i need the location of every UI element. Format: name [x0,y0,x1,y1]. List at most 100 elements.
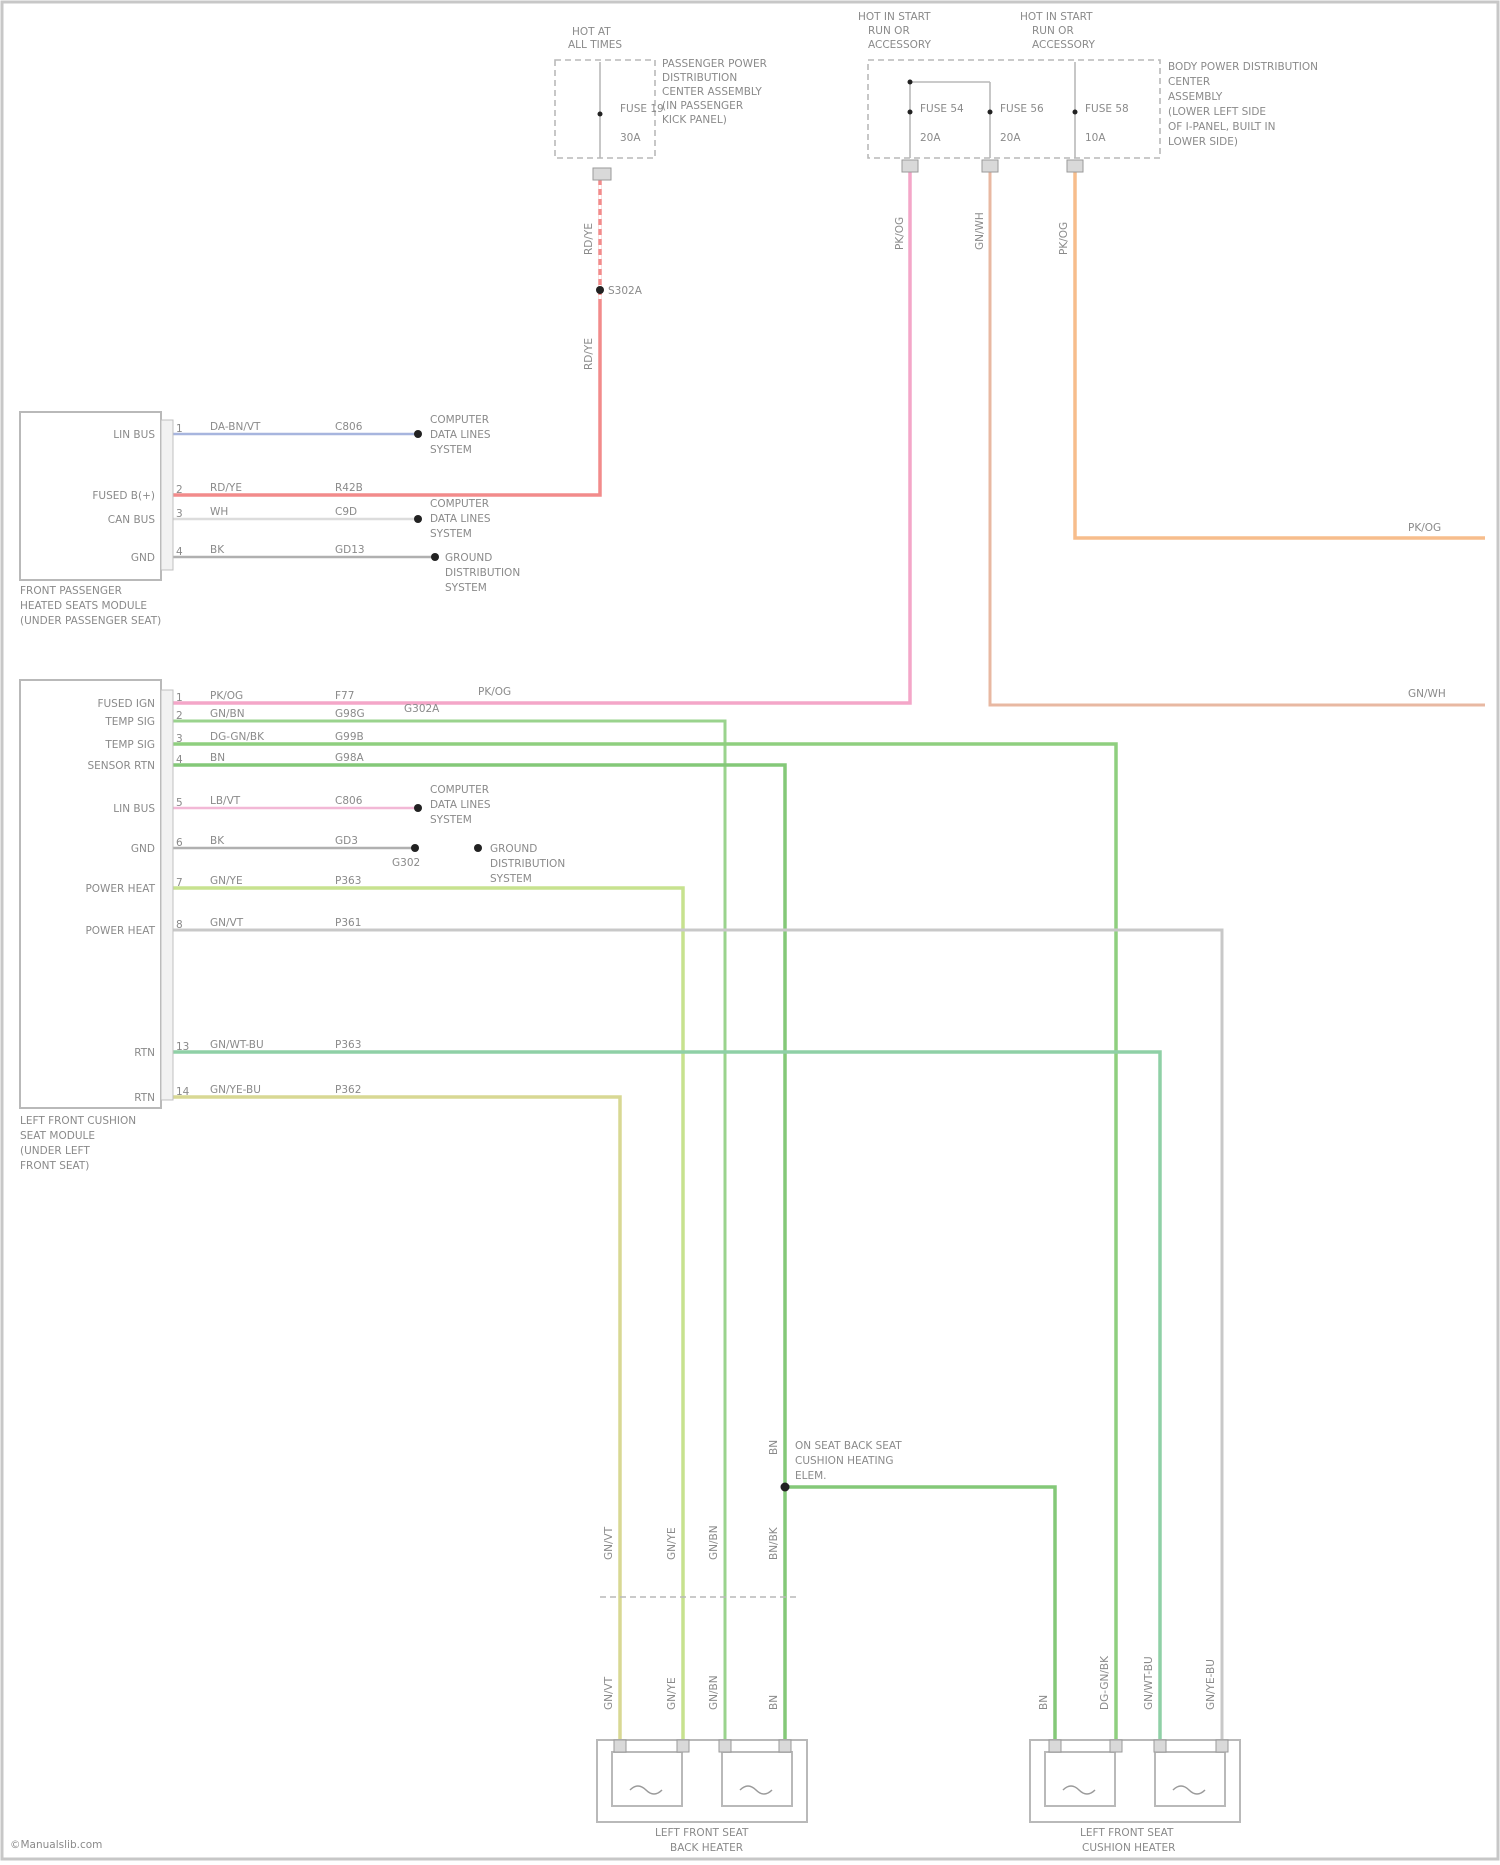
lower-pin-number: 4 [176,754,183,766]
junction-wire-label: BN [768,1440,780,1455]
splice-node [596,286,604,294]
pdc-left-l4: (IN PASSENGER [662,100,743,112]
fuse-3-amp: 20A [1000,132,1021,144]
pink-mid-label: PK/OG [478,686,511,698]
bottom-label-c2b: GN/YE [666,1677,678,1710]
hot-run-2-l1: HOT IN START [1020,11,1093,23]
upper-pin-number: 4 [176,546,183,558]
splice-label: S302A [608,285,643,297]
lower-circuit-id: P363 [335,1039,361,1051]
vlabel-w5: PK/OG [1058,222,1070,255]
fuse-4-amp: 10A [1085,132,1106,144]
pdc-right-l6: LOWER SIDE) [1168,136,1238,148]
lower-lin-dest-1: COMPUTER [430,784,489,796]
left-seat-back-heater: LEFT FRONT SEAT BACK HEATER [597,1740,807,1854]
upper-pin-number: 2 [176,484,183,496]
wire-orange [1075,165,1485,538]
pdc-left-component: FUSE 19 30A HOT AT ALL TIMES PASSENGER P… [555,26,767,180]
upper-circuit-id: C806 [335,421,363,433]
hot-run-1-l2: RUN OR [868,25,910,37]
lower-pin-name: SENSOR RTN [87,760,155,772]
lower-wire-color: BN [210,752,225,764]
upper-wire-color: BK [210,544,225,556]
upper-pin-name: LIN BUS [113,429,155,441]
upper-dest-4-l1: GROUND [445,552,492,564]
upper-circuit-id: R42B [335,482,363,494]
bottom-label-c1b: GN/VT [603,1676,615,1710]
lower-wire-color: DG-GN/BK [210,731,265,743]
pdc-left-l3: CENTER ASSEMBLY [662,86,762,98]
lower-circuit-id: G98A [335,752,364,764]
wire-rtn-1 [171,1052,1160,1745]
junction-label-3: ELEM. [795,1470,827,1482]
pink-tag-label: G302A [404,703,440,715]
fuse-2-amp: 20A [920,132,941,144]
hot-run-1-l3: ACCESSORY [868,39,932,51]
wire-power-heat-1 [171,888,683,1745]
lower-pin-number: 3 [176,733,183,745]
lower-wire-color: BK [210,835,225,847]
lower-pin-number: 6 [176,837,183,849]
lower-pin-name: FUSED IGN [97,698,155,710]
ground-ref: G302 [392,857,420,869]
bottom-label-c3b: GN/BN [708,1675,720,1710]
lower-pin-name: GND [131,843,155,855]
wire-rtn-2 [171,1097,620,1745]
fuse-1-amp: 30A [620,132,641,144]
bottom-label-c6: DG-GN/BK [1099,1655,1111,1710]
bottom-label-c7: GN/WT-BU [1143,1656,1155,1710]
bottom-label-c1: GN/VT [603,1526,615,1560]
vlabel-w1: RD/YE [583,223,595,255]
copyright: ©Manualslib.com [10,1839,102,1851]
upper-dest-1-l3: SYSTEM [430,444,472,456]
lower-pin-name: POWER HEAT [85,925,155,937]
bottom-label-c5: BN [768,1695,780,1710]
upper-dest-3-l3: SYSTEM [430,528,472,540]
lower-pin-number: 2 [176,710,183,722]
orange-right-label: PK/OG [1408,522,1441,534]
pdc-right-l5: OF I-PANEL, BUILT IN [1168,121,1275,133]
lower-lin-dest-2: DATA LINES [430,799,491,811]
vlabel-w3: PK/OG [894,217,906,250]
lower-pin-name: TEMP SIG [104,739,155,751]
junction-node [781,1483,790,1492]
hot-at-all-times-2: ALL TIMES [568,39,622,51]
lower-module-name-4: FRONT SEAT) [20,1160,89,1172]
lower-module-name-3: (UNDER LEFT [20,1145,90,1157]
lower-pin-number: 8 [176,919,183,931]
hot-run-2-l3: ACCESSORY [1032,39,1096,51]
upper-wire-color: RD/YE [210,482,242,494]
bottom-label-c3: GN/BN [708,1525,720,1560]
cushion-heater-l2: CUSHION HEATER [1082,1842,1175,1854]
lower-wire-color: GN/YE [210,875,243,887]
lower-gnd-node [411,844,419,852]
upper-pin-name: CAN BUS [108,514,156,526]
lower-gnd-node-2 [474,844,482,852]
upper-module-name-3: (UNDER PASSENGER SEAT) [20,615,161,627]
hot-at-all-times-1: HOT AT [572,26,611,38]
pdc-left-l5: KICK PANEL) [662,114,727,126]
lower-circuit-id: P363 [335,875,361,887]
lower-circuit-id: G98G [335,708,365,720]
lower-gnd-dest-1: GROUND [490,843,537,855]
cushion-heater-l1: LEFT FRONT SEAT [1080,1827,1174,1839]
upper-pin-number: 3 [176,508,183,520]
bottom-label-c5b: BN [1038,1695,1050,1710]
bottom-label-c8: GN/YE-BU [1205,1659,1217,1710]
lower-pin-name: LIN BUS [113,803,155,815]
lower-pin-name: RTN [134,1047,155,1059]
fuse-4-label: FUSE 58 [1085,103,1129,115]
lower-module-name-1: LEFT FRONT CUSHION [20,1115,136,1127]
vlabel-w2: RD/YE [583,338,595,370]
upper-module-name-2: HEATED SEATS MODULE [20,600,147,612]
upper-pin-number: 1 [176,423,183,435]
lower-circuit-id: G99B [335,731,364,743]
lower-lin-node [414,804,422,812]
lower-wire-color: GN/BN [210,708,245,720]
upper-wire-color: WH [210,506,228,518]
lower-pin-name: TEMP SIG [104,716,155,728]
vlabel-w4: GN/WH [974,212,986,250]
bottom-label-c4: BN/BK [768,1526,780,1560]
